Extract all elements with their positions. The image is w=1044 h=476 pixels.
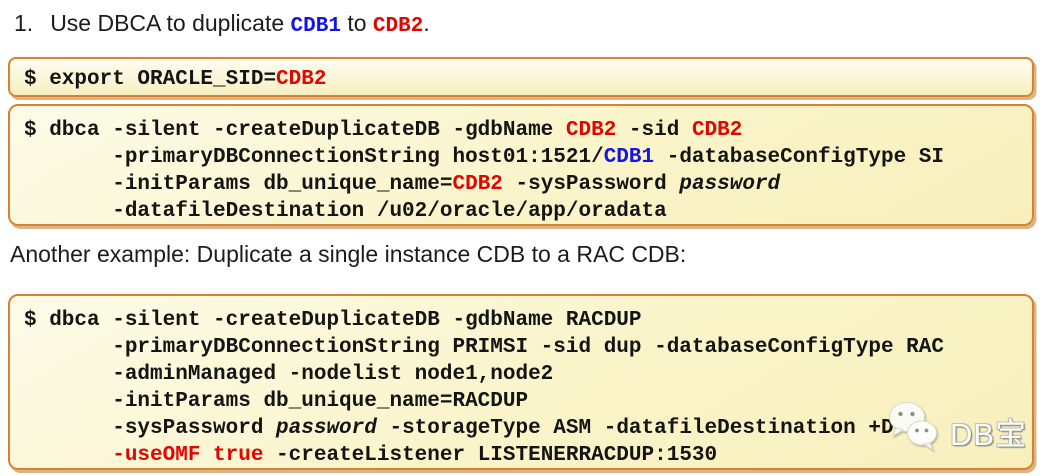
code-text: -sid [616,119,692,142]
code-line: -initParams db_unique_name=CDB2 -sysPass… [24,171,1032,198]
code-text-red: CDB2 [452,173,503,196]
code-text-red: CDB2 [565,119,617,142]
code-text: $ dbca -silent -createDuplicateDB -gdbNa… [24,119,566,142]
heading: 1. Use DBCA to duplicate CDB1 to CDB2. [14,10,430,38]
heading-text-text: Use DBCA to duplicate [50,10,291,36]
code-text-red: CDB2 [691,119,743,142]
subheading: Another example: Duplicate a single inst… [10,241,687,267]
code-text-italic: password [679,173,781,196]
code-text: -sysPassword [502,173,680,196]
code-text: -sysPassword [24,417,277,440]
watermark: DB宝 [886,400,1027,456]
code-text: -primaryDBConnectionString host01:1521/ [24,146,604,169]
code-line: $ dbca -silent -createDuplicateDB -gdbNa… [24,117,1032,144]
wechat-icon [889,402,937,452]
code-line: -adminManaged -nodelist node1,node2 [24,361,1032,388]
code-box-export-oracle-sid: $ export ORACLE_SID=CDB2 [8,57,1034,97]
code-box-dbca-duplicate-rac: $ dbca -silent -createDuplicateDB -gdbNa… [8,294,1034,470]
watermark-label: DB宝 [950,416,1028,452]
heading-text-text: to [340,10,373,36]
code-text: $ dbca -silent -createDuplicateDB -gdbNa… [24,309,642,332]
heading-text-text-code-blue: CDB1 [290,15,341,38]
code-text: -initParams db_unique_name= [24,173,453,196]
code-text: -datafileDestination /u02/oracle/app/ora… [24,200,667,223]
heading-text-text: . [423,10,430,36]
code-text: $ export ORACLE_SID= [24,68,277,91]
code-line: -primaryDBConnectionString PRIMSI -sid d… [24,334,1032,361]
code-line: -datafileDestination /u02/oracle/app/ora… [24,198,1032,225]
code-line: -sysPassword password -storageType ASM -… [24,415,1032,442]
code-box-dbca-duplicate-si: $ dbca -silent -createDuplicateDB -gdbNa… [8,104,1034,226]
code-text-red: -useOMF true [112,444,264,467]
code-line: -primaryDBConnectionString host01:1521/C… [24,144,1032,171]
code-text: -createListener LISTENERRACDUP:1530 [263,444,718,467]
heading-number: 1. [14,10,34,36]
code-text: -initParams db_unique_name=RACDUP [24,390,529,413]
code-text: -adminManaged -nodelist node1,node2 [24,363,554,386]
code-text: -storageType ASM -datafileDestination +D [376,417,894,440]
heading-text-text-code-red: CDB2 [372,15,424,38]
code-line: $ export ORACLE_SID=CDB2 [24,66,1032,93]
code-line: -initParams db_unique_name=RACDUP [24,388,1032,415]
code-text [24,444,112,467]
code-text: -databaseConfigType SI [654,146,944,169]
code-text-blue: CDB1 [603,146,655,169]
code-text-red: CDB2 [276,68,327,91]
heading-text: Use DBCA to duplicate CDB1 to CDB2. [50,10,430,38]
code-text: -primaryDBConnectionString PRIMSI -sid d… [24,336,944,359]
code-text-italic: password [276,417,377,440]
code-line: $ dbca -silent -createDuplicateDB -gdbNa… [24,307,1032,334]
code-line: -useOMF true -createListener LISTENERRAC… [24,442,1032,469]
